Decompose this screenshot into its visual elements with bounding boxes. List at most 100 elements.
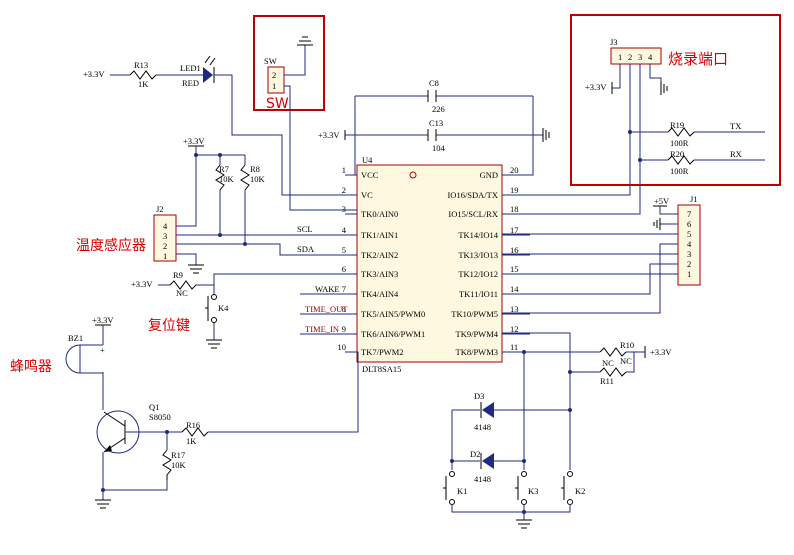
chip-pin-name: TK3/AIN3 (361, 269, 398, 279)
temp-sensor-annotation: 温度感应器 (76, 237, 146, 254)
sda-label: SDA (297, 244, 315, 254)
r7-r8-bot-wires (219, 190, 246, 242)
chip-pin-name: TK7/PWM2 (361, 347, 404, 357)
led1-diode-icon (203, 67, 213, 83)
junction (218, 153, 222, 157)
r11-ref: R11 (600, 376, 614, 386)
caps-plates (427, 90, 437, 141)
r13-val: 1K (138, 79, 149, 89)
chip-pin-number: 18 (510, 204, 519, 214)
c8-ref: C8 (429, 78, 439, 88)
gnd-icon-caps (542, 128, 550, 142)
c8-val: 226 (432, 104, 445, 114)
vcc-label-r9: +3.3V (131, 279, 153, 289)
sw-pin-a: 2 (272, 70, 276, 80)
gnd-icon-k4 (206, 339, 222, 349)
k1-ref: K1 (457, 486, 467, 496)
q1-ref: Q1 (149, 402, 159, 412)
chip-pin1-mark (409, 171, 417, 179)
r16-val: 1K (186, 436, 197, 446)
r19-ref: R19 (670, 120, 684, 130)
sw-ref: SW (264, 56, 277, 66)
chip-part: DLT8SA15 (362, 364, 401, 374)
junction (450, 459, 454, 463)
chip-pin-number: 14 (510, 284, 519, 294)
chip-pin-number: 7 (342, 284, 346, 294)
junction (522, 510, 526, 514)
r7-ref: R7 (219, 164, 229, 174)
sw-pin-b: 1 (272, 81, 276, 91)
r19-r20-resistors (667, 127, 695, 165)
key-contact (449, 471, 455, 477)
vcc-label-r10: +3.3V (650, 347, 672, 357)
chip-pin-number: 4 (342, 225, 347, 235)
chip-pin-number: 17 (510, 225, 519, 235)
q1-terminals (103, 411, 126, 453)
chip-pin-number: 2 (342, 185, 346, 195)
chip-pin-number: 20 (510, 165, 519, 175)
chip-pin-name: TK5/AIN5/PWM0 (361, 309, 425, 319)
chip-u4-body (356, 164, 503, 363)
reset-key-annotation: 复位键 (148, 317, 190, 334)
j3-ref: J3 (610, 37, 618, 47)
j2-pin: 1 (163, 251, 167, 261)
chip-pin-number: 12 (510, 324, 519, 334)
j2-connector (153, 214, 177, 262)
j3-pin: 3 (638, 52, 642, 62)
chip-pin-number: 8 (342, 304, 346, 314)
vcc-label-led: +3.3V (83, 69, 105, 79)
r17-ref: R17 (171, 450, 185, 460)
chip-pin-number: 9 (342, 324, 346, 334)
j2-pin: 3 (163, 231, 167, 241)
j3-pin: 1 (618, 52, 622, 62)
led-light-icon (204, 55, 216, 66)
d3-ref: D3 (474, 391, 484, 401)
scl-label: SCL (297, 224, 313, 234)
j1-pin: 1 (687, 269, 691, 279)
gnd-icon-j1 (653, 218, 661, 230)
junction (568, 370, 572, 374)
d2-ref: D2 (470, 449, 480, 459)
chip-pin-name: TK10/PWM5 (451, 309, 498, 319)
chip-pin-name: GND (480, 170, 498, 180)
j3-pin: 2 (628, 52, 632, 62)
k4-switch-icon (205, 296, 209, 321)
chip-pin-name: TK9/PWM4 (456, 329, 499, 339)
r16-ref: R16 (186, 420, 200, 430)
r7-val: 10K (219, 174, 235, 184)
r16-resistor (181, 427, 209, 437)
c13-val: 104 (432, 143, 446, 153)
j1-pin: 6 (687, 219, 691, 229)
j1-pin: 7 (687, 209, 691, 219)
gnd-icon-keys (516, 519, 532, 529)
r8-ref: R8 (250, 164, 260, 174)
buzzer-annotation: 蜂鸣器 (10, 358, 52, 375)
j2-pin: 2 (163, 241, 167, 251)
chip-pin-number: 5 (342, 245, 346, 255)
time-in-label: TIME_IN (305, 324, 339, 334)
r17-resistor (162, 449, 172, 480)
led1-ref: LED1 (180, 63, 201, 73)
j2-pin: 4 (163, 221, 168, 231)
r17-val: 10K (171, 460, 187, 470)
chip-pin-number: 3 (342, 204, 346, 214)
j1-ref: J1 (690, 194, 698, 204)
key-contact (521, 471, 527, 477)
r16-to-pin10 (208, 351, 359, 433)
bz1-leads (80, 344, 103, 374)
r20-val: 100R (670, 166, 689, 176)
tx-rx-wires (694, 131, 765, 161)
sw-annotation: SW (266, 96, 289, 112)
chip-pin-name: TK0/AIN0 (361, 209, 398, 219)
chip-pin-number: 1 (342, 165, 346, 175)
r10-r11-resistors (599, 347, 627, 377)
pin12-pin11-wires (502, 332, 600, 470)
chip-pin-name: TK13/IO13 (458, 250, 498, 260)
chip-pin-name: TK8/PWM3 (456, 347, 499, 357)
k4-contact (211, 317, 217, 323)
vcc5-label-j1: +5V (654, 196, 670, 206)
chip-pin-name: IO15/SCL/RX (448, 209, 498, 219)
d3-diode-icon (482, 402, 494, 418)
k4-wires (196, 273, 357, 340)
